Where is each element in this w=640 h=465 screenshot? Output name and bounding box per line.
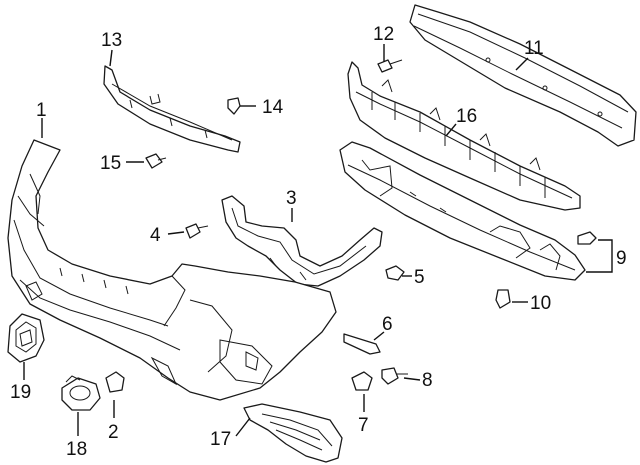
- part-9-reinforcement: [339, 141, 586, 281]
- callout-8: 8: [422, 370, 433, 391]
- part-5-clip: [385, 265, 405, 281]
- callout-9: 9: [616, 248, 627, 269]
- part-2-clip: [105, 371, 125, 393]
- part-19-bezel: [7, 313, 45, 363]
- callout-7: 7: [358, 415, 369, 436]
- part-16-energy-absorber: [347, 61, 581, 211]
- callout-4: 4: [150, 225, 161, 246]
- part-7-clip: [351, 371, 373, 391]
- callout-12: 12: [373, 24, 394, 45]
- leader-lines: [23, 44, 613, 437]
- part-17-bezel: [243, 403, 343, 463]
- callout-14: 14: [262, 97, 284, 118]
- part-8-bolt: [381, 367, 408, 385]
- callout-13: 13: [101, 30, 122, 51]
- part-11-impact-bar: [409, 4, 637, 147]
- part-13-bracket: [103, 65, 241, 153]
- callout-15: 15: [100, 153, 121, 174]
- callout-17: 17: [210, 429, 231, 450]
- part-18-sensor: [61, 375, 101, 411]
- part-12-bolt: [377, 59, 403, 73]
- part-10-bolt: [495, 289, 511, 309]
- callout-2: 2: [108, 422, 119, 443]
- part-9-clip: [577, 231, 597, 245]
- callout-5: 5: [414, 267, 425, 288]
- callout-16: 16: [456, 106, 477, 127]
- callout-10: 10: [530, 293, 551, 314]
- part-3-bracket: [221, 195, 383, 287]
- part-1-bumper-cover: [7, 139, 337, 401]
- part-6-pin: [343, 333, 381, 355]
- callout-19: 19: [10, 382, 31, 403]
- callout-3: 3: [286, 188, 297, 209]
- part-15-bolt: [145, 153, 167, 169]
- part-4-bolt: [185, 223, 209, 239]
- part-14-clip: [227, 97, 241, 115]
- callout-6: 6: [382, 314, 393, 335]
- callout-11: 11: [524, 38, 544, 59]
- callout-18: 18: [66, 439, 87, 460]
- callout-1: 1: [36, 100, 47, 121]
